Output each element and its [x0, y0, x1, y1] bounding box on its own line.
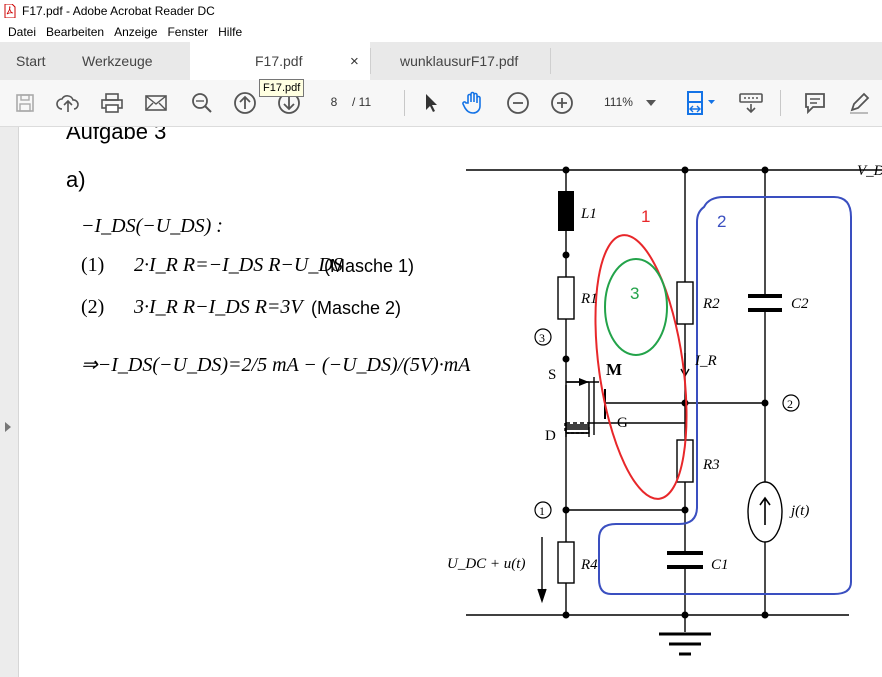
- equation-2-note: (Masche 2): [311, 298, 402, 318]
- resistor-r1: [557, 276, 575, 320]
- label-udc: U_DC + u(t): [447, 556, 525, 572]
- toolbar-separator: [404, 90, 405, 116]
- select-cursor-icon[interactable]: [418, 90, 444, 116]
- label-node1: 1: [539, 504, 545, 518]
- tab-f17[interactable]: F17.pdf ×: [190, 42, 370, 80]
- equation-1-number: (1): [81, 254, 105, 276]
- label-node3: 3: [539, 331, 545, 345]
- tab-wunklausur[interactable]: wunklausurF17.pdf: [400, 53, 519, 69]
- tab-tools[interactable]: Werkzeuge: [82, 53, 153, 69]
- tab-divider: [550, 48, 551, 74]
- fit-page-icon[interactable]: [682, 90, 720, 116]
- menu-bar: Datei Bearbeiten Anzeige Fenster Hilfe: [0, 22, 882, 42]
- loop1-ellipse: [594, 234, 688, 500]
- tab-start[interactable]: Start: [16, 53, 46, 69]
- highlight-pen-icon[interactable]: [846, 90, 872, 116]
- zoom-out-icon[interactable]: [505, 90, 531, 116]
- source-arrow: [579, 378, 589, 386]
- window-title: F17.pdf - Adobe Acrobat Reader DC: [22, 4, 215, 18]
- resistor-r4: [557, 541, 575, 584]
- label-m: M: [606, 360, 622, 379]
- email-icon[interactable]: [143, 90, 169, 116]
- label-loop3: 3: [630, 284, 639, 303]
- capacitor-c1: [667, 551, 703, 569]
- tab-tooltip: F17.pdf: [259, 79, 305, 97]
- equation-3: ⇒−I_DS(−U_DS)=2/5 mA − (−U_DS)/(5V)·mA: [81, 354, 471, 376]
- resistor-r2: [676, 281, 694, 325]
- section-heading: Aufgabe 3: [66, 127, 167, 144]
- equation-0: −I_DS(−U_DS) :: [81, 215, 223, 237]
- keyboard-icon[interactable]: [736, 90, 766, 116]
- label-s: S: [548, 367, 556, 383]
- label-node2: 2: [787, 397, 793, 411]
- zoom-dropdown-icon[interactable]: [636, 90, 666, 116]
- node3-circle: [534, 328, 552, 346]
- label-r1: R1: [580, 291, 598, 307]
- close-tab-icon[interactable]: ×: [350, 52, 359, 70]
- previous-page-icon[interactable]: [232, 90, 258, 116]
- label-ir: I_R: [694, 353, 717, 369]
- zoom-in-icon[interactable]: [549, 90, 575, 116]
- loop2-path: [598, 196, 852, 595]
- menu-hilfe[interactable]: Hilfe: [218, 25, 243, 39]
- udc-arrow: [537, 537, 547, 604]
- hand-tool-icon[interactable]: [460, 90, 486, 116]
- document-page: Aufgabe 3 a) −I_DS(−U_DS) : (1) 2·I_R R=…: [19, 127, 882, 677]
- node2-circle: [782, 394, 800, 412]
- label-g: G: [617, 415, 628, 431]
- comment-icon[interactable]: [802, 90, 828, 116]
- equation-1-note: (Masche 1): [324, 256, 415, 276]
- tab-bar: Start Werkzeuge F17.pdf × wunklausurF17.…: [0, 42, 882, 81]
- label-loop1: 1: [641, 207, 650, 226]
- menu-datei[interactable]: Datei: [8, 25, 37, 39]
- menu-bearbeiten[interactable]: Bearbeiten: [46, 25, 105, 39]
- label-r3: R3: [702, 457, 720, 473]
- cloud-upload-icon[interactable]: [55, 90, 81, 116]
- tab-f17-label: F17.pdf: [255, 53, 303, 69]
- label-r2: R2: [702, 296, 720, 312]
- capacitor-c2: [748, 294, 782, 312]
- title-bar: F17.pdf - Adobe Acrobat Reader DC: [0, 0, 882, 22]
- expand-pane-icon[interactable]: [5, 422, 11, 432]
- label-jt: j(t): [789, 503, 809, 519]
- label-loop2: 2: [717, 212, 726, 231]
- toolbar: [0, 80, 882, 127]
- label-r4: R4: [580, 557, 598, 573]
- tab-divider: [370, 48, 371, 74]
- part-label: a): [66, 167, 86, 192]
- node1-circle: [534, 501, 552, 519]
- acrobat-icon: [4, 4, 16, 18]
- toolbar-separator: [780, 90, 781, 116]
- loop3-ellipse: [604, 258, 668, 356]
- equation-2: 3·I_R R−I_DS R=3V: [134, 296, 303, 318]
- menu-fenster[interactable]: Fenster: [167, 25, 209, 39]
- mosfet-body: [588, 377, 595, 437]
- label-c1: C1: [711, 557, 729, 573]
- label-vdd: V_DD: [857, 163, 882, 179]
- page-number-input[interactable]: 8: [330, 95, 338, 109]
- label-l1: L1: [580, 206, 597, 222]
- zoom-search-icon[interactable]: [189, 90, 215, 116]
- page-total: / 11: [352, 95, 372, 109]
- label-c2: C2: [791, 296, 809, 312]
- circuit-diagram: V_DD L1 R1 R2 C2 I_R M S D G R3 j(t) R4 …: [447, 163, 882, 656]
- zoom-level[interactable]: 111%: [604, 95, 633, 109]
- equation-1: 2·I_R R=−I_DS R−U_DS: [134, 254, 343, 276]
- label-d: D: [545, 428, 556, 444]
- save-icon[interactable]: [12, 90, 38, 116]
- menu-anzeige[interactable]: Anzeige: [114, 25, 158, 39]
- ground-symbol: [659, 632, 711, 656]
- equation-2-number: (2): [81, 296, 105, 318]
- navigation-pane[interactable]: [0, 127, 19, 677]
- print-icon[interactable]: [99, 90, 125, 116]
- inductor-l1: [558, 191, 574, 231]
